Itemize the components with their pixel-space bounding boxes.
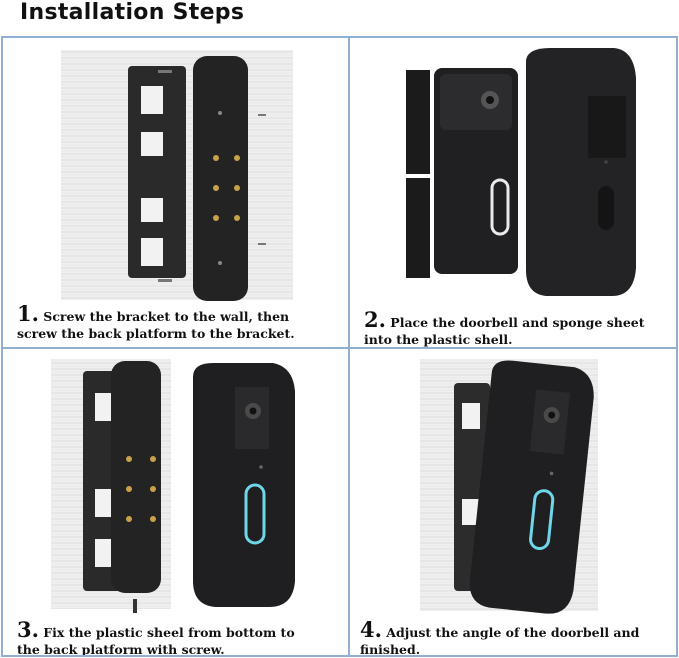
doorbell-device — [434, 68, 518, 274]
step-3-text-line2: the back platform with screw. — [17, 642, 225, 657]
step-3-text-line1: Fix the plastic sheel from bottom to — [43, 625, 295, 640]
step-3-illustration — [51, 359, 295, 613]
mounting-bracket — [128, 66, 186, 278]
step-2-illustration — [406, 48, 636, 296]
doorbell-in-shell — [193, 363, 295, 607]
page-title: Installation Steps — [20, 0, 245, 25]
step-4-text-line2: finished. — [360, 642, 421, 657]
screw — [133, 599, 137, 613]
step-1-text-line1: Screw the bracket to the wall, then — [43, 309, 290, 324]
step-2-number: 2. — [364, 307, 386, 332]
step-2-panel: 2. Place the doorbell and sponge sheet i… — [348, 36, 678, 349]
steps-grid: 1. Screw the bracket to the wall, then s… — [0, 36, 679, 658]
back-platform — [111, 361, 161, 593]
doorbell-in-shell — [469, 360, 594, 614]
step-4-number: 4. — [360, 617, 382, 642]
step-2-text-line2: into the plastic shell. — [364, 332, 513, 347]
step-1-text-line2: screw the back platform to the bracket. — [17, 326, 295, 341]
plastic-shell — [526, 48, 636, 296]
step-1-number: 1. — [17, 301, 39, 326]
sponge-sheet — [406, 70, 432, 278]
step-3-panel: 3. Fix the plastic sheel from bottom to … — [1, 347, 350, 657]
step-1-illustration — [61, 50, 293, 301]
step-4-panel: 4. Adjust the angle of the doorbell and … — [348, 347, 678, 657]
screws — [158, 70, 266, 282]
step-3-number: 3. — [17, 617, 39, 642]
step-4-text-line1: Adjust the angle of the doorbell and — [386, 625, 640, 640]
back-platform — [193, 56, 248, 301]
step-2-text-line1: Place the doorbell and sponge sheet — [390, 315, 645, 330]
step-4-illustration — [420, 359, 598, 614]
step-1-panel: 1. Screw the bracket to the wall, then s… — [1, 36, 350, 349]
